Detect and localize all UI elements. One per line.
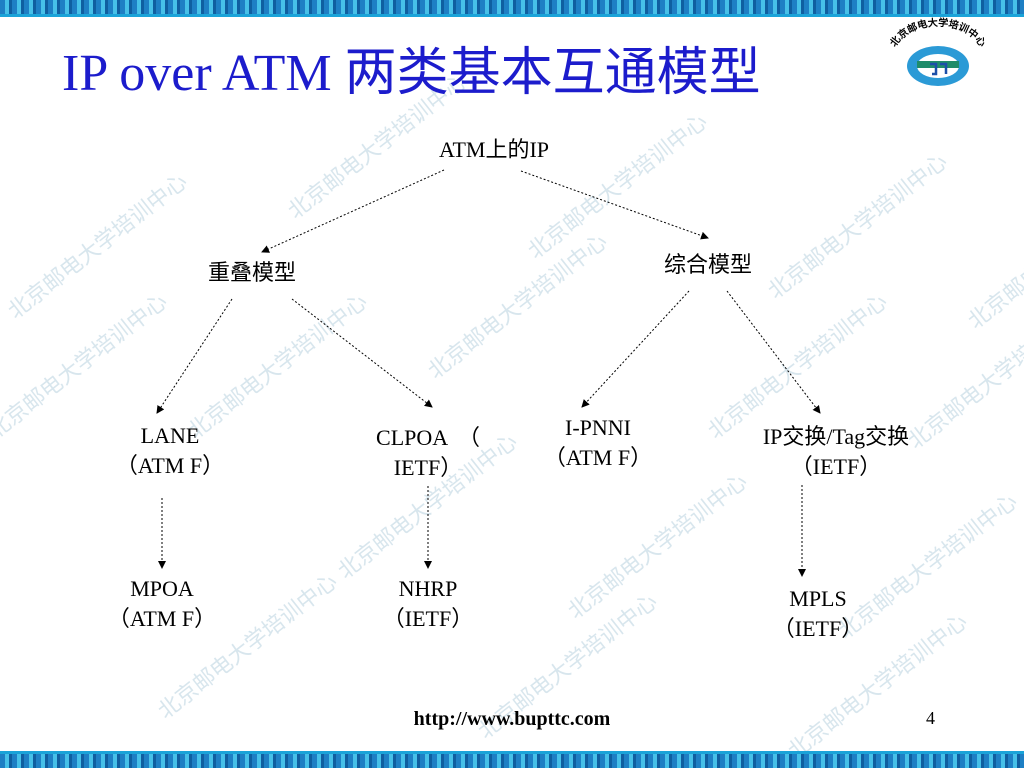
node-label-line-1: LANE: [140, 423, 200, 448]
logo-band: [917, 61, 959, 68]
node-label-line-1: NHRP: [398, 576, 458, 601]
node-label: ATM上的IP: [438, 137, 550, 162]
node-i-pnni: I-PNNI （ATM F）: [544, 413, 652, 473]
edge-root-to-integrated: [520, 170, 709, 240]
node-clpoa: CLPOA （ IETF）: [376, 423, 480, 483]
node-label: 重叠模型: [207, 260, 297, 285]
node-nhrp: NHRP （IETF）: [383, 574, 473, 634]
node-label-line-2: （ATM F）: [107, 606, 217, 631]
node-label: 综合模型: [663, 252, 753, 277]
node-label-line-2: （IETF）: [772, 616, 864, 641]
edge-integrated-to-ipswitch: [726, 290, 821, 414]
logo-mark: [930, 62, 948, 76]
node-label-line-1: I-PNNI: [565, 415, 631, 440]
node-label-line-2: （IETF）: [790, 454, 882, 479]
edge-overlay-to-lane: [156, 298, 233, 414]
bottom-band-line: [0, 751, 1024, 754]
node-overlay-model: 重叠模型: [208, 258, 296, 288]
node-label-line-1: MPOA: [130, 576, 194, 601]
slide-title: IP over ATM 两类基本互通模型: [62, 45, 761, 102]
bupt-training-center-logo: 北京邮电大学培训中心: [887, 16, 988, 86]
node-atm-ip: ATM上的IP: [439, 135, 549, 165]
footer-url: http://www.bupttc.com: [413, 708, 611, 730]
node-label-line-2: IETF）: [393, 455, 463, 480]
node-mpls: MPLS （IETF）: [773, 584, 863, 644]
bottom-decorative-band: [0, 754, 1024, 768]
edge-integrated-to-ipnni: [581, 290, 690, 408]
top-decorative-band: [0, 0, 1024, 14]
node-label-line-1: IP交换/Tag交换: [762, 424, 910, 449]
node-ip-tag-switching: IP交换/Tag交换 （IETF）: [763, 422, 909, 482]
node-label-line-2: （ATM F）: [543, 445, 653, 470]
top-band-line: [0, 14, 1024, 17]
page-number: 4: [926, 708, 935, 728]
node-lane: LANE （ATM F）: [116, 421, 224, 481]
node-label-line-2: （ATM F）: [115, 453, 225, 478]
node-label-line-2: （IETF）: [382, 606, 474, 631]
edge-root-to-overlay: [261, 169, 445, 253]
node-label-line-1: MPLS: [789, 586, 847, 611]
node-label-line-1: CLPOA （: [376, 425, 480, 450]
node-integrated-model: 综合模型: [664, 250, 752, 280]
node-mpoa: MPOA （ATM F）: [108, 574, 216, 634]
edge-overlay-to-clpoa: [291, 298, 433, 408]
